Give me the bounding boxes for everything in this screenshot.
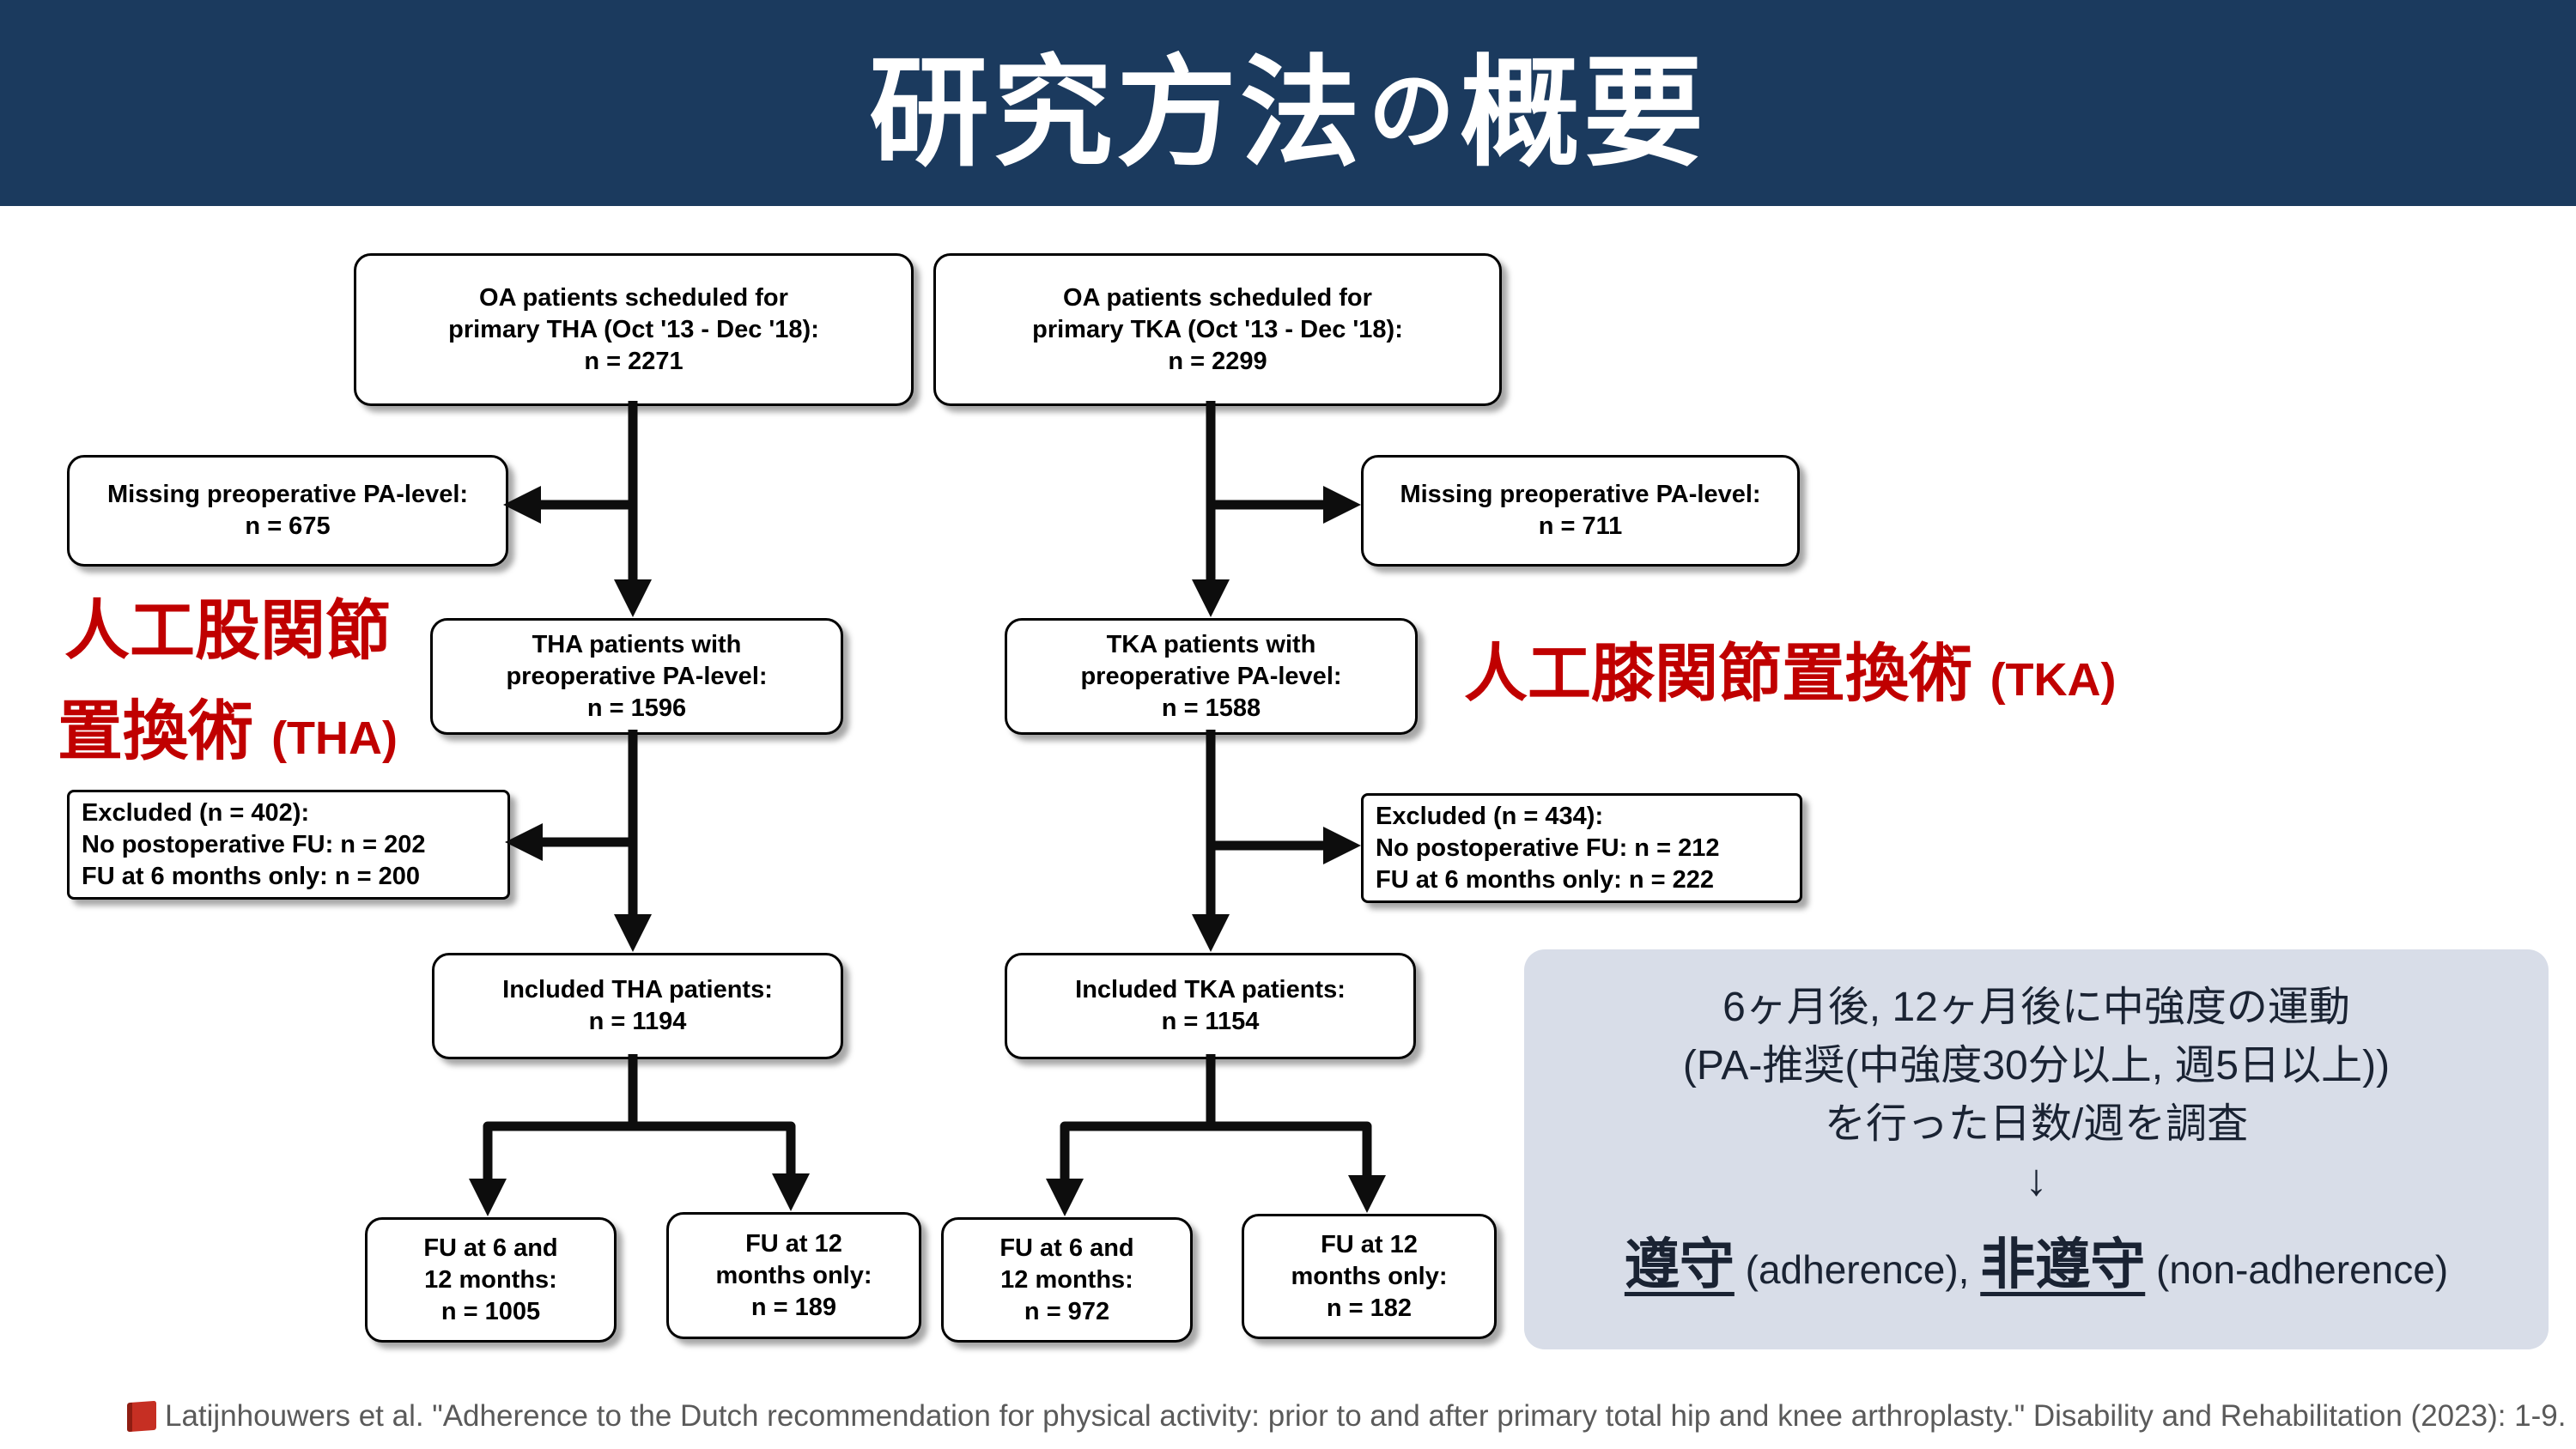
non-adherence-term-jp: 非遵守 <box>1980 1234 2146 1295</box>
label-tka-japanese: 人工膝関節置換術 (TKA) <box>1464 637 2323 729</box>
box-excluded-tka-text: Excluded (n = 434): No postoperative FU:… <box>1376 802 1720 894</box>
box-oa-scheduled-tka-text: OA patients scheduled for primary TKA (O… <box>1032 283 1403 375</box>
adherence-term-jp: 遵守 <box>1624 1234 1735 1295</box>
box-fu-6-12-tha: FU at 6 and 12 months: n = 1005 <box>365 1217 617 1343</box>
box-fu-12-only-tka-text: FU at 12 months only: n = 182 <box>1291 1230 1448 1322</box>
down-arrow-icon: ↓ <box>2025 1155 2048 1205</box>
box-excluded-tha: Excluded (n = 402): No postoperative FU:… <box>67 790 510 900</box>
page-title-part1: 研究方法 <box>868 45 1364 180</box>
box-fu-12-only-tha: FU at 12 months only: n = 189 <box>666 1212 921 1339</box>
label-tha-japanese: 人工股関節 置換術 (THA) <box>34 591 421 791</box>
citation: Latijnhouwers et al. "Adherence to the D… <box>127 1399 2566 1434</box>
box-included-tha: Included THA patients: n = 1194 <box>432 953 843 1059</box>
box-included-tka: Included TKA patients: n = 1154 <box>1005 953 1416 1059</box>
page-title-part2: 概要 <box>1460 45 1708 180</box>
box-excluded-tha-text: Excluded (n = 402): No postoperative FU:… <box>82 798 426 890</box>
note-line-1: 6ヶ月後, 12ヶ月後に中強度の運動 <box>1722 985 2350 1030</box>
box-fu-6-12-tka: FU at 6 and 12 months: n = 972 <box>941 1217 1193 1343</box>
box-tka-preop-pa-text: TKA patients with preoperative PA-level:… <box>1080 630 1342 722</box>
box-missing-pa-tha-text: Missing preoperative PA-level: n = 675 <box>106 481 469 540</box>
box-excluded-tka: Excluded (n = 434): No postoperative FU:… <box>1361 793 1802 903</box>
box-included-tha-text: Included THA patients: n = 1194 <box>502 976 773 1035</box>
box-oa-scheduled-tka: OA patients scheduled for primary TKA (O… <box>933 253 1502 406</box>
box-oa-scheduled-tha-text: OA patients scheduled for primary THA (O… <box>448 283 819 375</box>
note-line-2: (PA-推奨(中強度30分以上, 週5日以上)) <box>1682 1043 2391 1088</box>
label-tha-line2-suffix: (THA) <box>271 712 398 764</box>
citation-text: Latijnhouwers et al. "Adherence to the D… <box>165 1399 2567 1433</box>
box-fu-12-only-tha-text: FU at 12 months only: n = 189 <box>715 1229 872 1321</box>
non-adherence-term-en: (non-adherence) <box>2145 1247 2449 1292</box>
box-tka-preop-pa: TKA patients with preoperative PA-level:… <box>1005 618 1418 735</box>
label-tka-suffix: (TKA) <box>1990 654 2117 706</box>
note-line-3: を行った日数/週を調査 <box>1824 1101 2249 1147</box>
box-fu-6-12-tha-text: FU at 6 and 12 months: n = 1005 <box>423 1234 558 1325</box>
box-fu-12-only-tka: FU at 12 months only: n = 182 <box>1242 1214 1497 1339</box>
red-book-icon <box>127 1400 156 1433</box>
box-missing-pa-tka: Missing preoperative PA-level: n = 711 <box>1361 455 1800 567</box>
box-included-tka-text: Included TKA patients: n = 1154 <box>1075 976 1346 1035</box>
adherence-line: 遵守 (adherence), 非遵守 (non-adherence) <box>1524 1221 2549 1300</box>
header-bar: 研究方法の概要 <box>0 0 2576 206</box>
box-missing-pa-tka-text: Missing preoperative PA-level: n = 711 <box>1400 481 1761 540</box>
note-box: 6ヶ月後, 12ヶ月後に中強度の運動 (PA-推奨(中強度30分以上, 週5日以… <box>1524 949 2549 1349</box>
box-fu-6-12-tka-text: FU at 6 and 12 months: n = 972 <box>999 1234 1134 1325</box>
label-tka-kanji: 人工膝関節置換術 <box>1464 638 1990 709</box>
box-tha-preop-pa: THA patients with preoperative PA-level:… <box>430 618 843 735</box>
label-tha-line2-kanji: 置換術 <box>57 695 272 768</box>
adherence-term-en: (adherence), <box>1734 1247 1981 1292</box>
box-missing-pa-tha: Missing preoperative PA-level: n = 675 <box>67 455 508 567</box>
box-oa-scheduled-tha: OA patients scheduled for primary THA (O… <box>354 253 914 406</box>
page-title-particle: の <box>1369 63 1455 160</box>
label-tha-line1: 人工股関節 <box>64 595 391 668</box>
box-tha-preop-pa-text: THA patients with preoperative PA-level:… <box>506 630 768 722</box>
